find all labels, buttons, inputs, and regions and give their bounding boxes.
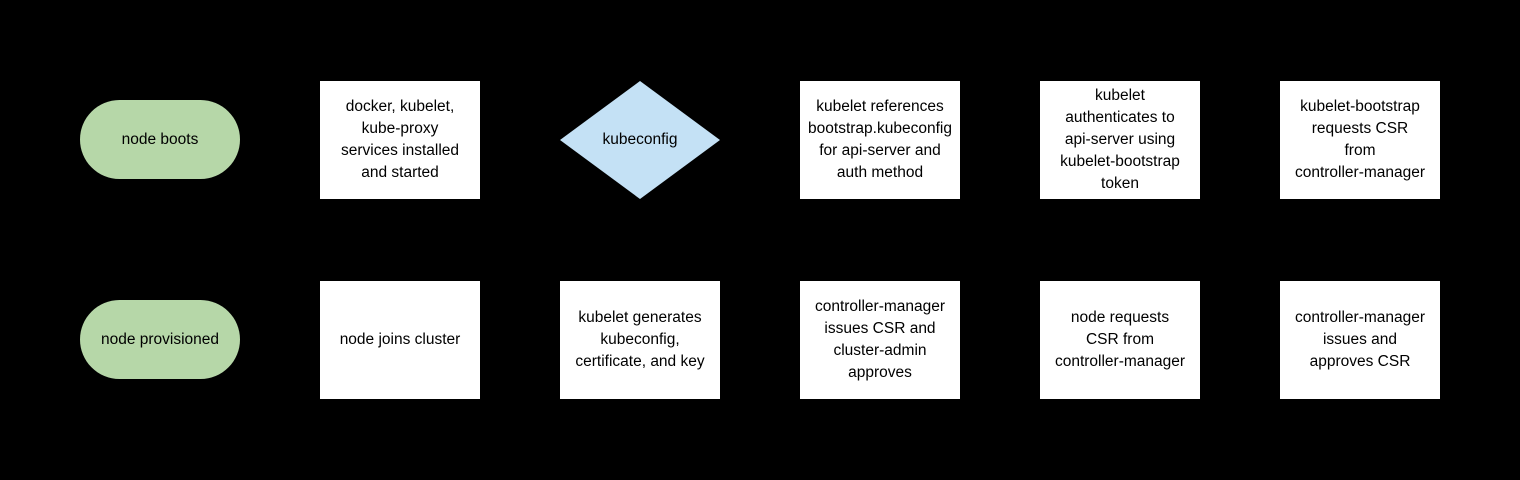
node-joins-cluster-label: node joins cluster [339, 331, 461, 348]
node-provisioned-pill: node provisioned [80, 300, 240, 379]
kubelet-bootstrap-requests-csr-label: kubelet-bootstrap requests CSR from cont… [1294, 98, 1426, 181]
node-requests-csr-label: node requests CSR from controller-manage… [1054, 309, 1186, 370]
node-provisioned-label: node provisioned [100, 330, 220, 348]
services-installed-label: docker, kubelet, kube-proxy services ins… [340, 98, 460, 181]
cm-issues-csr-admin-approves-box: controller-manager issues CSR and cluste… [800, 281, 960, 399]
node-joins-cluster-box: node joins cluster [320, 281, 480, 399]
kubeconfig-decision-diamond: kubeconfig [560, 81, 720, 199]
kubelet-generates-kubeconfig-label: kubelet generates kubeconfig, certificat… [575, 309, 705, 370]
node-boots-pill: node boots [80, 100, 240, 179]
node-boots-label: node boots [121, 130, 199, 148]
kubeconfig-decision-label: kubeconfig [602, 131, 678, 148]
references-bootstrap-kubeconfig-box: kubelet references bootstrap.kubeconfig … [800, 81, 960, 199]
services-installed-box: docker, kubelet, kube-proxy services ins… [320, 81, 480, 199]
cm-issues-and-approves-csr-label: controller-manager issues and approves C… [1294, 309, 1426, 370]
cm-issues-and-approves-csr-box: controller-manager issues and approves C… [1280, 281, 1440, 399]
kubelet-bootstrap-requests-csr-box: kubelet-bootstrap requests CSR from cont… [1280, 81, 1440, 199]
kubelet-authenticates-label: kubelet authenticates to api-server usin… [1060, 87, 1180, 192]
kubelet-generates-kubeconfig-box: kubelet generates kubeconfig, certificat… [560, 281, 720, 399]
cm-issues-csr-admin-approves-label: controller-manager issues CSR and cluste… [814, 298, 946, 381]
references-bootstrap-kubeconfig-label: kubelet references bootstrap.kubeconfig … [808, 98, 952, 181]
node-requests-csr-box: node requests CSR from controller-manage… [1040, 281, 1200, 399]
kubelet-authenticates-box: kubelet authenticates to api-server usin… [1040, 81, 1200, 199]
